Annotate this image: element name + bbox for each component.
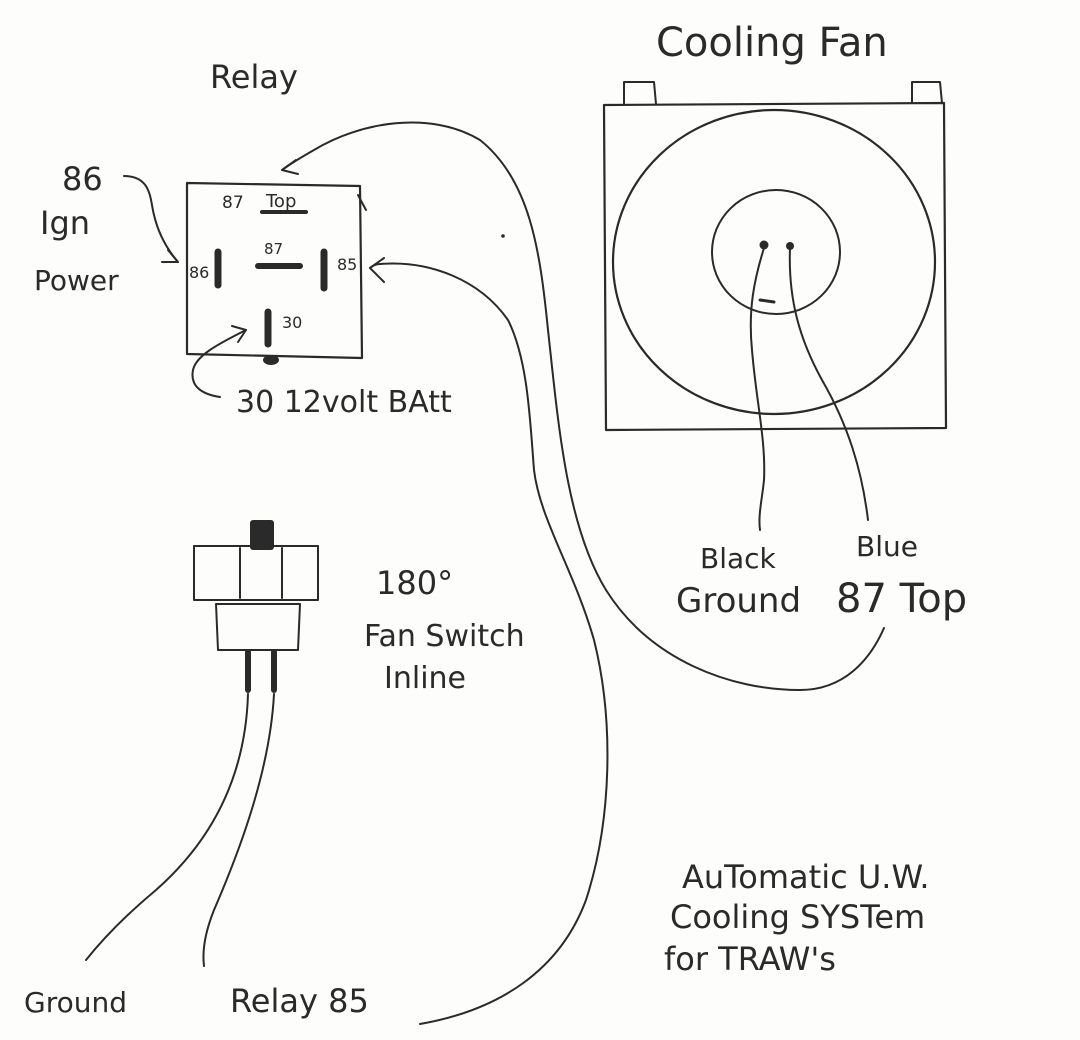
- switch-temp-label: 180°: [376, 564, 453, 602]
- wire-relay85: [369, 262, 609, 1025]
- wire-relay85-arrowhead: [369, 257, 385, 283]
- fan-switch-hex-nut: [193, 545, 319, 601]
- fan-switch-hex-facets: [239, 547, 283, 599]
- fan-right-tab: [911, 81, 943, 104]
- battery-label: 30 12volt BAtt: [191, 325, 452, 420]
- fan-switch-sensor-tip: [250, 520, 274, 550]
- pin-87-top-number: 87: [222, 193, 244, 213]
- relay-corner-tick: [357, 194, 367, 211]
- pin-30-number: 30: [282, 313, 302, 332]
- switch-line2-label: Inline: [384, 661, 466, 696]
- ign-word: Ign: [40, 204, 90, 242]
- ign-86-text: 86: [62, 160, 103, 198]
- pin-87-top-word: Top: [265, 191, 296, 212]
- ign-pointer-arrowhead: [161, 249, 179, 263]
- battery-text: 30 12volt BAtt: [236, 385, 452, 420]
- ground-label: Ground: [676, 581, 801, 621]
- relay85-lead-label: Relay 85: [230, 982, 369, 1020]
- fan-blade-circle: [611, 108, 937, 416]
- fan-wire-labels: Black Ground Blue 87 Top: [676, 530, 967, 622]
- wire-87top-arrowhead: [281, 159, 299, 175]
- power-word: Power: [34, 264, 119, 297]
- caption-line2: Cooling SYSTem: [670, 898, 925, 936]
- switch-line1-label: Fan Switch: [364, 619, 525, 654]
- fan-switch-labels: 180° Fan Switch Inline Ground Relay 85: [24, 564, 525, 1020]
- ign-power-label: 86 Ign Power: [34, 160, 179, 297]
- top-87-label: 87 Top: [836, 576, 967, 622]
- wire-87top-to-fan: [281, 121, 885, 691]
- fan-title: Cooling Fan: [656, 20, 888, 66]
- relay: Relay 87 Top 87 86 85 30: [185, 58, 367, 365]
- fan-switch-body: [215, 603, 301, 651]
- battery-pointer-arrowhead: [231, 325, 247, 343]
- stray-ink-dot: [501, 234, 505, 238]
- relay-body: [185, 181, 364, 360]
- switch-relay85-wire: [202, 693, 275, 967]
- cooling-fan: Cooling Fan: [602, 20, 948, 432]
- pin-87-center-number: 87: [264, 240, 283, 258]
- relay-mount-dot: [263, 355, 279, 365]
- ground-lead-label: Ground: [24, 986, 127, 1019]
- black-label: Black: [700, 542, 777, 575]
- fan-switch: [85, 520, 319, 967]
- fan-hub-mark: [758, 298, 776, 304]
- fan-switch-terminals: [245, 649, 277, 693]
- pin-85-number: 85: [337, 255, 357, 274]
- diagram-caption: AuTomatic U.W. Cooling SYSTem for TRAW's: [664, 858, 930, 978]
- relay-title: Relay: [210, 58, 298, 96]
- switch-ground-wire: [85, 693, 249, 961]
- ign-pointer-line: [123, 175, 179, 263]
- blue-label: Blue: [856, 530, 918, 563]
- black-ground-wire: [749, 247, 766, 531]
- battery-pointer-line: [191, 329, 247, 398]
- fan-terminal-black: [759, 240, 769, 250]
- fan-motor-hub: [711, 189, 841, 315]
- blue-87-wire: [788, 247, 869, 521]
- fan-shroud: [602, 101, 948, 432]
- fan-terminal-blue: [786, 242, 794, 250]
- fan-left-tab: [623, 81, 657, 105]
- pin-86-number: 86: [189, 263, 209, 282]
- caption-line3: for TRAW's: [664, 940, 836, 978]
- caption-line1: AuTomatic U.W.: [682, 858, 930, 896]
